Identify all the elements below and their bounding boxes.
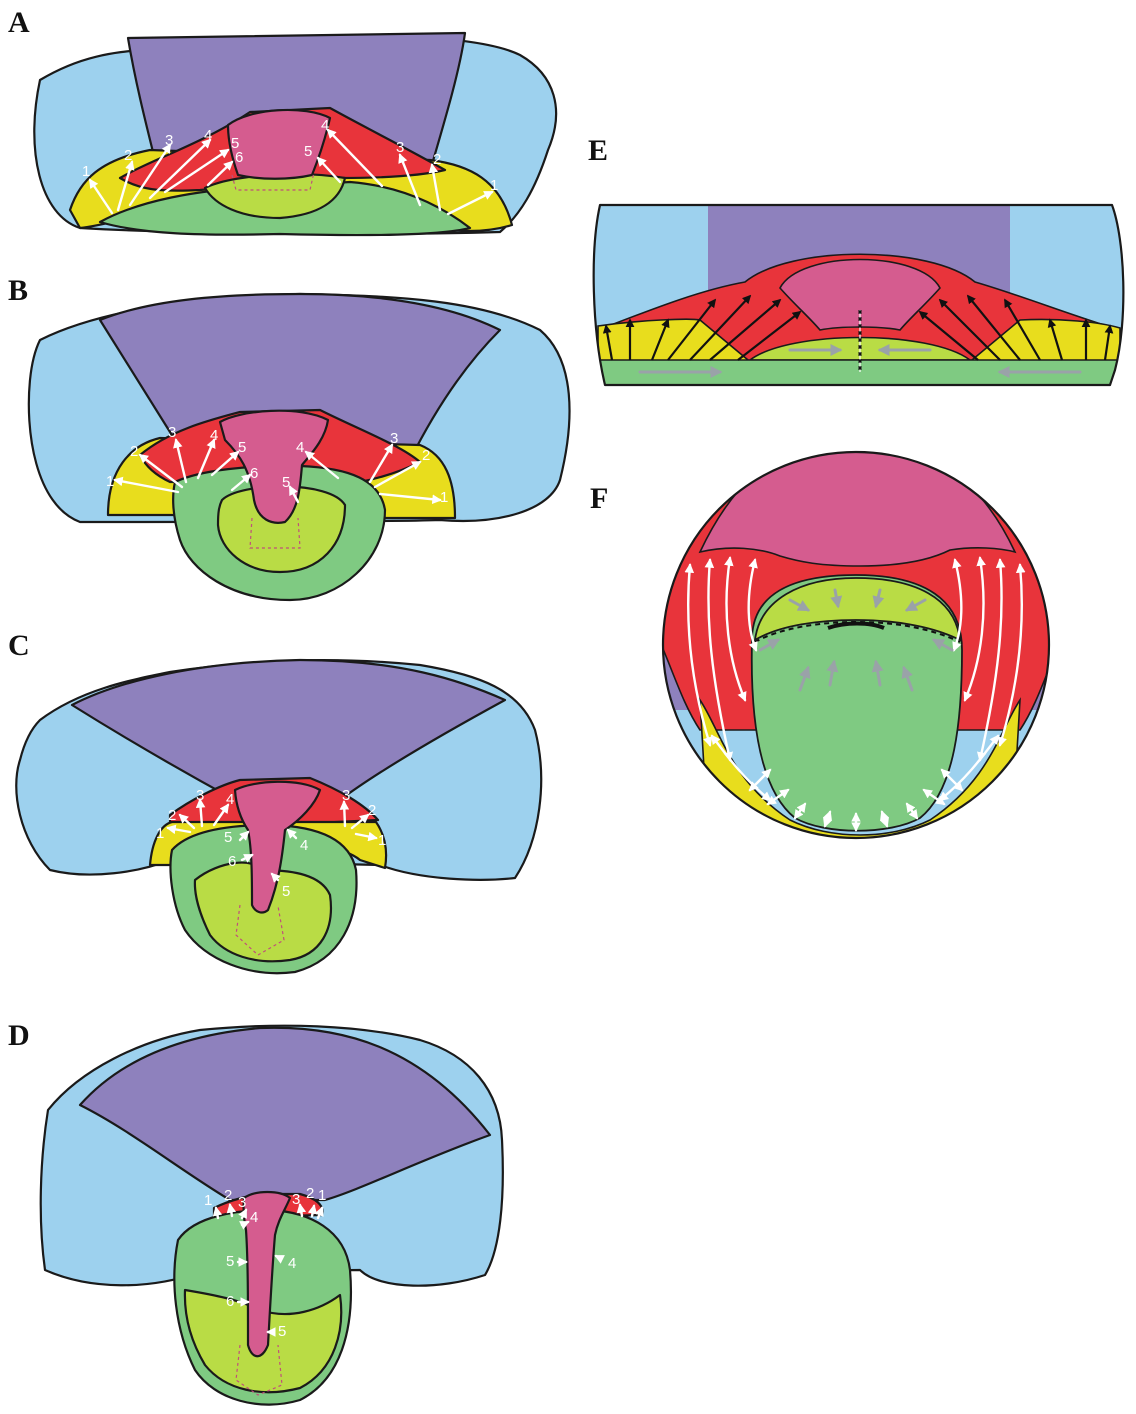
arrow-label: 4: [210, 427, 218, 444]
arrow-label: 3: [396, 139, 404, 156]
arrow-label: 2: [130, 443, 138, 460]
arrow-label: 3: [238, 1194, 246, 1211]
arrow-label: 6: [235, 149, 243, 166]
arrow-label: 2: [224, 1187, 232, 1204]
arrow-label: 1: [106, 473, 114, 490]
arrow-label: 4: [300, 837, 308, 854]
panel-f: F: [590, 440, 1070, 870]
arrow-label: 2: [306, 1185, 314, 1202]
arrow-label: 5: [282, 474, 290, 491]
panel-d: D 1 2 3 4 5 6 3 2 1: [8, 1019, 503, 1405]
arrow-label: 5: [238, 439, 246, 456]
arrow-label: 5: [304, 143, 312, 160]
panel-label-e: E: [588, 134, 608, 167]
arrow-label: 5: [278, 1323, 286, 1340]
arrow-label: 1: [156, 825, 164, 842]
panel-label-d: D: [8, 1019, 30, 1052]
panel-b: B 1 2 3 4 5 6 4 5: [8, 274, 570, 600]
arrow-label: 5: [226, 1253, 234, 1270]
arrow-label: 3: [342, 787, 350, 804]
arrow-label: 2: [368, 802, 376, 819]
panel-e: E: [588, 134, 1130, 390]
panel-c: C 1 2 3 4 5 6 3 2: [8, 629, 541, 973]
arrow-label: 5: [224, 829, 232, 846]
arrow-label: 1: [204, 1192, 212, 1209]
panel-label-c: C: [8, 629, 30, 662]
panel-label-b: B: [8, 274, 28, 307]
panel-label-f: F: [590, 482, 608, 515]
arrow-label: 1: [82, 163, 90, 180]
arrow-label: 1: [378, 832, 386, 849]
arrow-label: 2: [124, 147, 132, 164]
arrow-label: 4: [288, 1255, 296, 1272]
arrow-label: 4: [204, 127, 212, 144]
arrow-label: 4: [250, 1209, 258, 1226]
panel-label-a: A: [8, 6, 30, 39]
arrow-label: 3: [390, 430, 398, 447]
arrow-label: 3: [168, 424, 176, 441]
arrow-label: 4: [296, 439, 304, 456]
panel-f-pink-region: [700, 451, 1015, 566]
arrow-label: 2: [433, 151, 441, 168]
arrow-label: 5: [282, 883, 290, 900]
arrow: [344, 802, 345, 826]
arrow-label: 2: [422, 447, 430, 464]
arrow-label: 3: [196, 787, 204, 804]
panel-a-pink-region: [228, 110, 330, 179]
arrow-label: 3: [165, 132, 173, 149]
arrow-label: 1: [318, 1187, 326, 1204]
arrow-label: 4: [321, 117, 329, 134]
panel-a: A 1 2 3 4 5 6 4 5: [8, 6, 556, 235]
arrow-label: 1: [440, 489, 448, 506]
arrow-label: 6: [226, 1293, 234, 1310]
arrow-label: 1: [490, 177, 498, 194]
arrow-label: 4: [226, 791, 234, 808]
arrow-label: 6: [228, 853, 236, 870]
arrow-label: 6: [250, 465, 258, 482]
arrow-label: 3: [292, 1191, 300, 1208]
arrow-label: 2: [168, 807, 176, 824]
